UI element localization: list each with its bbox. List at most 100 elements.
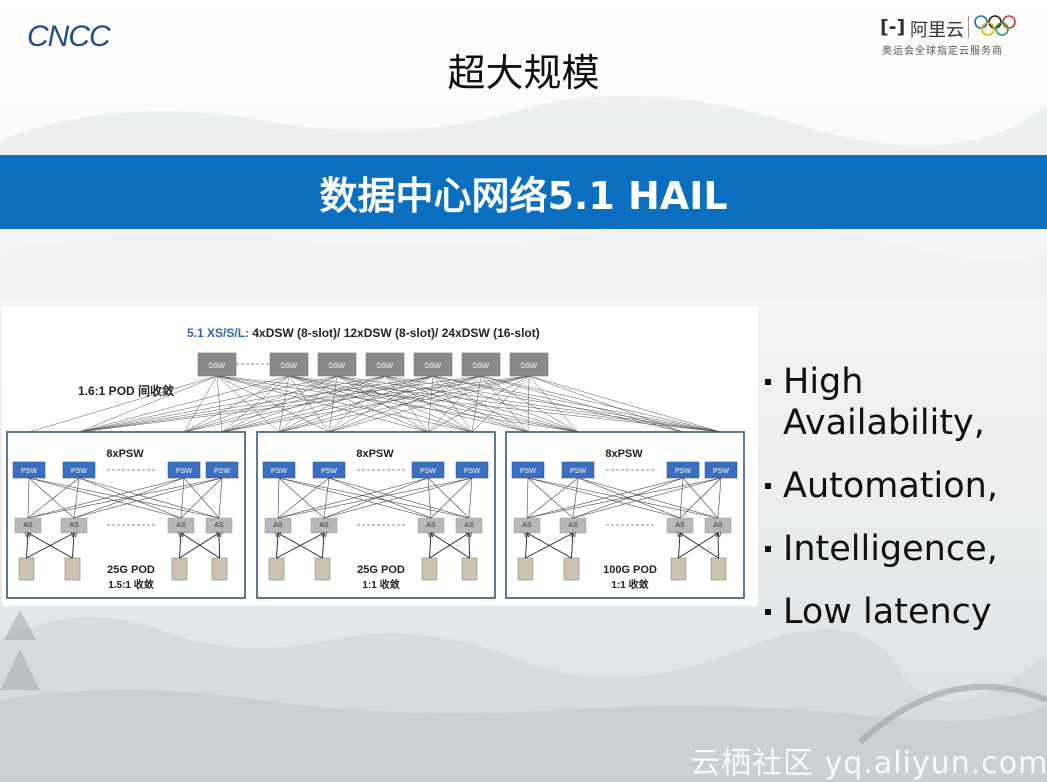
dsw-psw-uplink	[528, 375, 684, 433]
aliyun-name: 阿里云	[910, 20, 964, 41]
dsw-switch	[317, 352, 357, 377]
watermark: 云栖社区 yq.aliyun.com	[690, 746, 1047, 781]
dsw-label: DSW	[521, 363, 538, 370]
asw-server-link	[525, 532, 528, 559]
server-icon	[211, 557, 228, 581]
dsw-psw-uplink	[78, 375, 338, 433]
olympic-rings-icon	[974, 15, 1016, 36]
pod-ratio-label: 1:1 收敛	[611, 578, 648, 591]
dsw-psw-uplink	[216, 375, 722, 433]
cncc-logo: CNCC	[27, 20, 111, 53]
dsw-psw-uplink	[216, 375, 473, 433]
asw-server-link	[179, 532, 182, 559]
bullet-marker	[765, 379, 771, 385]
pod-ratio-label: 1.5:1 收敛	[108, 578, 154, 591]
asw-server-link	[468, 532, 470, 559]
dsw-psw-uplink	[183, 375, 290, 433]
psw-asw-link	[27, 477, 185, 519]
dsw-psw-uplink	[216, 375, 429, 433]
asw-server-link	[276, 532, 325, 559]
psw-asw-link	[277, 477, 429, 519]
asw-server-link	[276, 532, 279, 559]
dsw-psw-uplink	[432, 375, 529, 433]
psw-label: PSW	[420, 468, 436, 475]
feature-text: Low latency	[783, 592, 992, 632]
dsw-switch	[269, 352, 309, 377]
feature-item: Intelligence,	[762, 529, 1042, 570]
dsw-switch	[365, 352, 405, 377]
dsw-switch	[509, 352, 549, 377]
dsw-switch	[413, 352, 453, 377]
psw-asw-link	[73, 477, 223, 519]
psw-asw-link	[572, 477, 684, 519]
psw-asw-link	[218, 477, 223, 519]
psw-asw-link	[572, 477, 722, 519]
asw-label-top: AS	[176, 522, 186, 529]
dsw-psw-uplink	[288, 375, 579, 433]
dsw-psw-uplink	[480, 375, 684, 433]
psw-label: PSW	[321, 468, 337, 475]
server-icon	[710, 557, 727, 581]
section-banner: 数据中心网络5.1 HAIL	[0, 155, 1047, 229]
psw-label: PSW	[71, 468, 87, 475]
psw-asw-link	[527, 477, 574, 519]
psw-asw-link	[526, 477, 579, 519]
server-icon	[517, 557, 534, 581]
asw-label-top: AS	[713, 522, 723, 529]
dsw-psw-uplink	[328, 375, 386, 433]
dsw-psw-uplink	[328, 375, 338, 433]
psw-asw-link	[526, 477, 684, 519]
dsw-psw-uplink	[528, 375, 722, 433]
psw-asw-link	[27, 477, 80, 519]
dsw-label: DSW	[329, 363, 346, 370]
feature-text: Intelligence,	[783, 529, 998, 569]
psw-asw-link	[717, 477, 722, 519]
server-icon	[670, 557, 687, 581]
dsw-psw-uplink	[288, 375, 529, 433]
psw-asw-link	[277, 477, 473, 519]
asw-server-link	[72, 532, 75, 559]
asw-label-top: AS	[273, 522, 283, 529]
asw-label-top: AS	[69, 522, 79, 529]
psw-label: PSW	[713, 468, 729, 475]
psw-asw-link	[430, 477, 473, 519]
bullet-marker	[765, 483, 771, 489]
dsw-psw-uplink	[480, 375, 529, 433]
psw-label: PSW	[570, 468, 586, 475]
network-topology: 5.1 XS/S/L: 4xDSW (8-slot)/ 12xDSW (8-sl…	[6, 326, 745, 599]
dsw-psw-uplink	[471, 375, 482, 433]
psw-asw-link	[328, 477, 432, 519]
asw-server-link	[678, 532, 681, 559]
pod-speed-label: 25G POD	[357, 564, 405, 576]
psw-asw-link	[180, 477, 223, 519]
asw-server-link	[429, 532, 432, 559]
asw-label-top: AS	[214, 522, 224, 529]
feature-list: High Availability, Automation, Intellige…	[762, 362, 1042, 655]
dsw-label: DSW	[377, 363, 394, 370]
dsw-psw-uplink	[78, 375, 290, 433]
aliyun-tagline: 奥运会全球指定云服务商	[882, 46, 1003, 57]
feature-item: Low latency	[762, 592, 1042, 633]
psw-label: PSW	[21, 468, 37, 475]
psw-asw-link	[277, 477, 330, 519]
asw-server-link	[180, 532, 220, 559]
dsw-psw-uplink	[384, 375, 722, 433]
psw-asw-link	[27, 477, 223, 519]
server-icon	[461, 557, 478, 581]
psw-asw-link	[323, 477, 330, 519]
dsw-psw-uplink	[480, 375, 722, 433]
psw-label: PSW	[520, 468, 536, 475]
dsw-psw-uplink	[183, 375, 434, 433]
psw-asw-link	[73, 477, 80, 519]
dsw-switch	[461, 352, 501, 377]
feature-text: High Availability,	[783, 362, 985, 443]
aliyun-mark-icon: [-]	[880, 16, 906, 38]
psw-asw-link	[526, 477, 529, 519]
bullet-marker	[765, 609, 771, 615]
feature-item: Automation,	[762, 466, 1042, 507]
dsw-psw-uplink	[471, 375, 530, 433]
diagram-heading: 5.1 XS/S/L: 4xDSW (8-slot)/ 12xDSW (8-sl…	[187, 326, 540, 340]
aliyun-logo: [-] 阿里云 奥运会全球指定云服务商	[880, 14, 1030, 57]
psw-asw-link	[277, 477, 280, 519]
